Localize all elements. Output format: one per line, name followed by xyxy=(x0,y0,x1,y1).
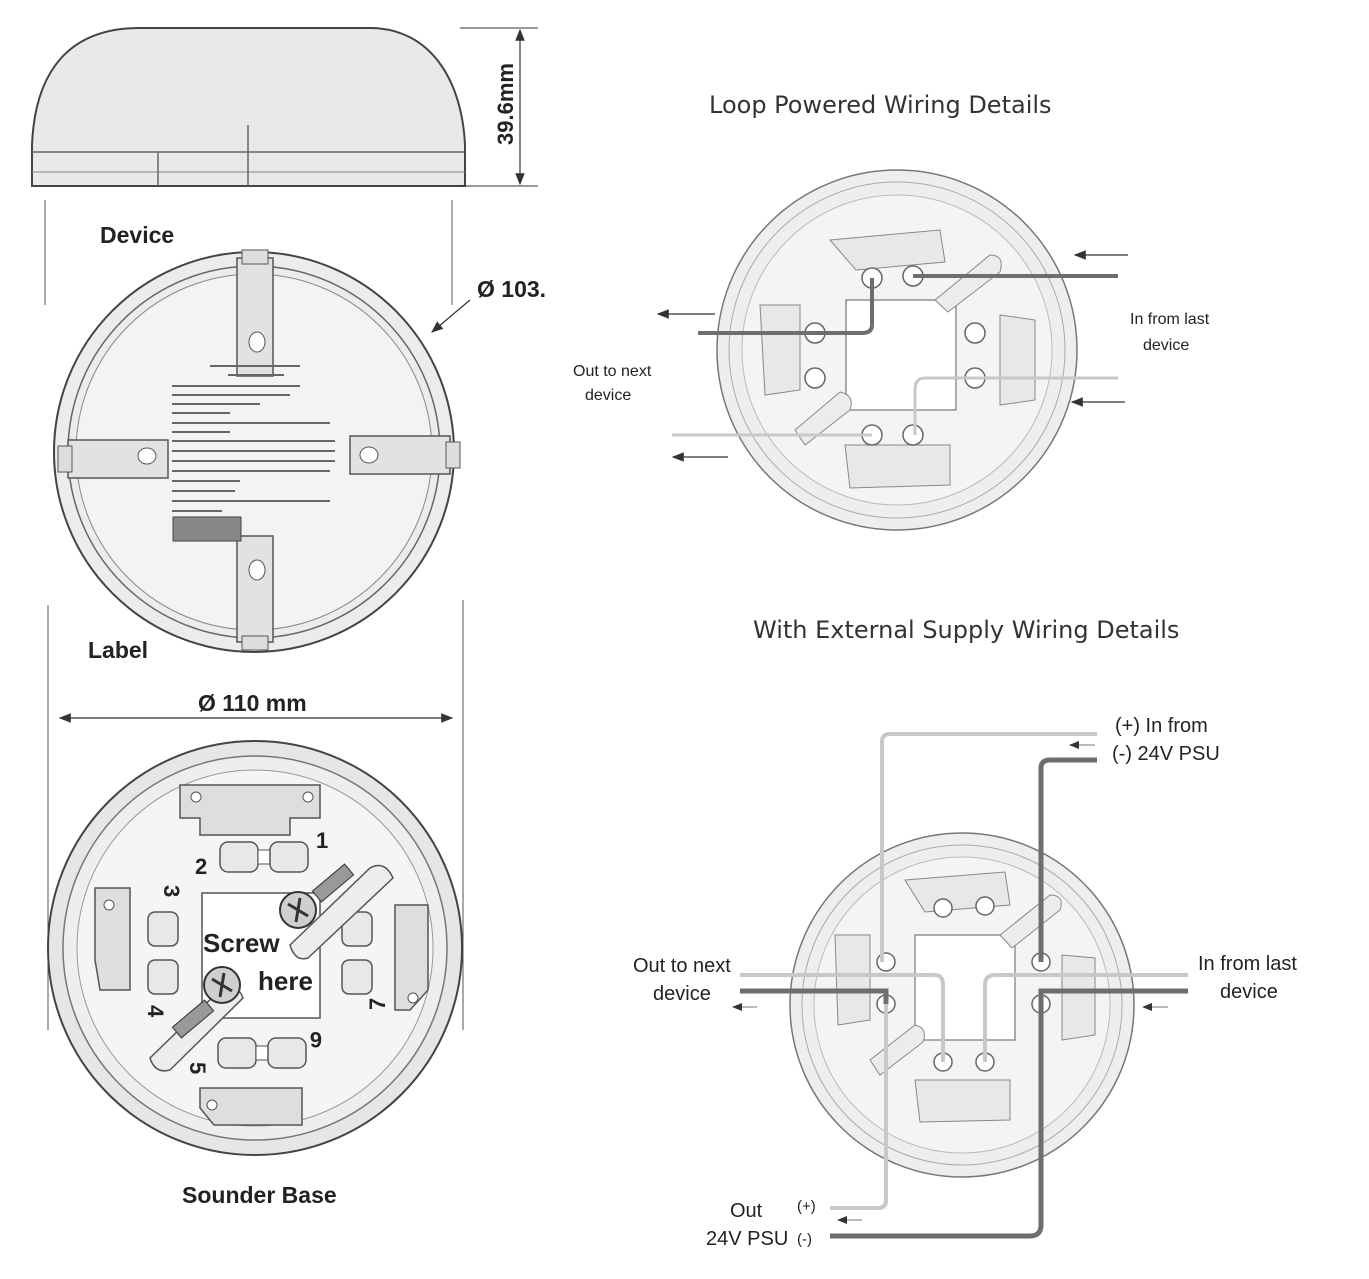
inner-dia-label: Ø 103. xyxy=(477,276,546,302)
inner-diameter-dimension: Ø 103. xyxy=(431,276,546,333)
loop-in-label-2: device xyxy=(1143,337,1189,354)
screw-here-label-1: Screw xyxy=(203,928,280,958)
label-label: Label xyxy=(88,637,148,663)
sounder-base: 2 1 3 4 7 6 5 xyxy=(47,740,463,1156)
outer-dia-label: Ø 110 mm xyxy=(198,690,307,716)
loop-wires xyxy=(656,250,1128,462)
ext-base xyxy=(789,832,1135,1178)
loop-in-label-1: In from last xyxy=(1130,311,1210,328)
device-label: Device xyxy=(100,222,174,248)
screw-icon xyxy=(171,966,241,1039)
terminal-5-label: 5 xyxy=(185,1062,210,1074)
ext-in-label-2: device xyxy=(1220,981,1278,1003)
device-side-view xyxy=(31,27,466,187)
loop-out-label-2: device xyxy=(585,387,631,404)
screw-here-label-2: here xyxy=(258,966,313,996)
terminal-2-label: 2 xyxy=(195,854,207,879)
ext-psu-out-plus: (+) xyxy=(797,1198,816,1215)
loop-out-label-1: Out to next xyxy=(573,363,652,380)
sounder-base-label: Sounder Base xyxy=(182,1182,337,1208)
height-dimension: 39.6mm xyxy=(460,27,538,187)
ext-psu-out-minus: (-) xyxy=(797,1231,812,1248)
terminal-4-label: 4 xyxy=(143,1005,168,1018)
terminal-1-label: 1 xyxy=(316,828,328,853)
ext-psu-out-label-2: 24V PSU xyxy=(706,1228,788,1250)
height-dim-label: 39.6mm xyxy=(493,63,518,145)
ext-psu-in-label-2: (-) 24V PSU xyxy=(1112,743,1220,765)
loop-title: Loop Powered Wiring Details xyxy=(709,91,1052,119)
outer-diameter-dimension: Ø 110 mm xyxy=(47,600,464,1030)
ext-out-label-1: Out to next xyxy=(633,955,731,977)
ext-in-label-1: In from last xyxy=(1198,953,1297,975)
device-label-view xyxy=(53,249,461,653)
ext-psu-out-label-1: Out xyxy=(730,1200,763,1222)
loop-base xyxy=(716,169,1078,531)
terminal-7-label: 7 xyxy=(365,998,390,1010)
ext-title: With External Supply Wiring Details xyxy=(753,616,1179,644)
ext-out-label-2: device xyxy=(653,983,711,1005)
ext-psu-in-label-1: (+) In from xyxy=(1115,715,1208,737)
ext-wires xyxy=(732,732,1188,1239)
screw-icon xyxy=(279,863,355,929)
terminal-6-label: 6 xyxy=(310,1027,322,1052)
terminal-3-label: 3 xyxy=(159,885,184,897)
